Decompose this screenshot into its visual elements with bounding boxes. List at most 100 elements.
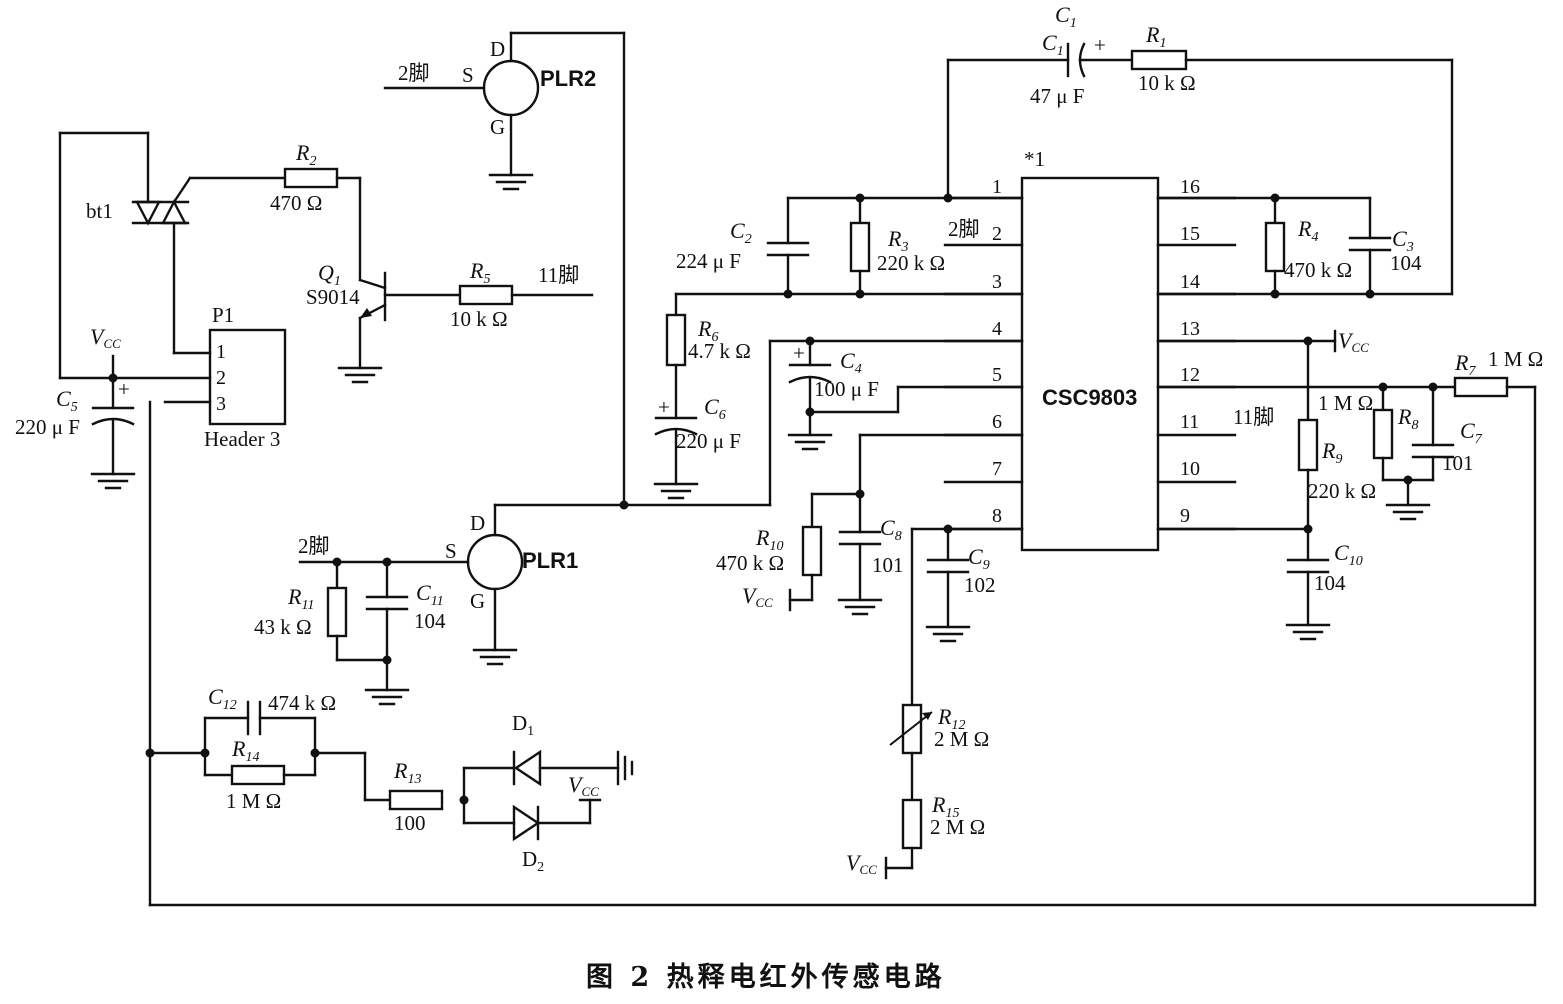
r7-value: 1 M Ω [1488, 347, 1543, 371]
pin-16: 16 [1180, 176, 1200, 198]
svg-text:+: + [118, 377, 130, 401]
pin-10: 10 [1180, 458, 1200, 480]
r7-label: R7 [1454, 350, 1476, 379]
svg-text:G: G [470, 589, 485, 613]
c4-branch: + C4 100 μ F [768, 336, 1024, 507]
pin-9: 9 [1180, 505, 1190, 527]
pin-13: 13 [1180, 318, 1200, 340]
r1-value: 10 k Ω [1138, 71, 1196, 95]
q1-label: Q1 [318, 260, 341, 289]
ic-marker: *1 [1024, 147, 1045, 171]
pin2-note: 2脚 [948, 217, 980, 241]
r12-value: 2 M Ω [934, 727, 989, 751]
plr1-label: PLR1 [522, 548, 578, 573]
r6-label: R6 [697, 316, 718, 345]
c3-value: 104 [1390, 251, 1422, 275]
vcc-pin13: VCC [1338, 328, 1369, 355]
c11-label: C11 [416, 580, 444, 609]
c10-value: 104 [1314, 571, 1346, 595]
r10-c8-branch: R10 470 k Ω VCC C8 101 [716, 433, 1024, 616]
pin-3: 3 [992, 271, 1002, 293]
r15-value: 2 M Ω [930, 815, 985, 839]
c8-label: C8 [880, 515, 902, 544]
plr2-label: PLR2 [540, 66, 596, 91]
svg-text:D: D [490, 37, 505, 61]
d2-label: D2 [522, 847, 544, 875]
pin-15: 15 [1180, 223, 1200, 245]
c8-value: 101 [872, 553, 904, 577]
pin-6: 6 [992, 411, 1002, 433]
pin-4: 4 [992, 318, 1002, 340]
r10-label: R10 [755, 525, 783, 554]
svg-text:1: 1 [216, 341, 226, 363]
pin-12: 12 [1180, 364, 1200, 386]
pin-1: 1 [992, 176, 1002, 198]
vcc-r15: VCC [846, 850, 877, 877]
c5-branch: + VCC C5 220 μ F [15, 324, 136, 490]
svg-text:+: + [1094, 33, 1106, 57]
header-ref: P1 [212, 303, 234, 327]
q1-value: S9014 [306, 285, 360, 309]
vcc-r10: VCC [742, 583, 773, 610]
r11-value: 43 k Ω [254, 615, 312, 639]
q1-pin-note: 11脚 [538, 263, 579, 287]
c11-value: 104 [414, 609, 446, 633]
r10-value: 470 k Ω [716, 551, 784, 575]
pin-8: 8 [992, 505, 1002, 527]
triac-driver: bt1 R2 470 Ω [58, 131, 362, 380]
svg-text:S: S [445, 539, 457, 563]
svg-text:G: G [490, 115, 505, 139]
c6-label: C6 [704, 394, 726, 423]
sensor-plr2: 2脚 S D G PLR2 [383, 31, 626, 507]
svg-text:3: 3 [216, 393, 226, 415]
r11-label: R11 [287, 584, 314, 613]
transistor-q1: Q1 S9014 R5 10 k Ω 11脚 [306, 258, 594, 384]
c1-value: 47 μ F [1030, 84, 1084, 108]
c9-label: C9 [968, 544, 990, 573]
svg-text:2: 2 [216, 367, 226, 389]
c2-label: C2 [730, 218, 752, 247]
figure-caption: 图 2 热释电红外传感电路 [586, 961, 946, 993]
svg-text:S: S [462, 63, 474, 87]
d1-label: D1 [512, 711, 534, 739]
r2-value: 470 Ω [270, 191, 322, 215]
c6-value: 220 μ F [676, 429, 741, 453]
r9-label: R9 [1321, 438, 1342, 467]
c5-value: 220 μ F [15, 415, 80, 439]
r6-value: 4.7 k Ω [688, 339, 751, 363]
svg-text:D: D [470, 511, 485, 535]
r3-value: 220 k Ω [877, 251, 945, 275]
svg-text:+: + [658, 395, 670, 419]
c12-value: 474 k Ω [268, 691, 336, 715]
header-p1: P1 1 2 3 Header 3 [163, 303, 287, 451]
bottom-network: C12 474 k Ω R14 1 M Ω R13 100 [145, 400, 1537, 907]
header-name: Header 3 [204, 427, 280, 451]
ic-name: CSC9803 [1042, 385, 1137, 410]
r1-label: R1 [1145, 22, 1166, 51]
r14-value: 1 M Ω [226, 789, 281, 813]
pin-11: 11 [1180, 411, 1199, 433]
c2-value: 224 μ F [676, 249, 741, 273]
c9-r12-r15-branch: C9 102 R12 2 M Ω R15 2 M Ω VCC [846, 524, 1024, 880]
r4-label: R4 [1297, 216, 1318, 245]
c7-label: C7 [1460, 418, 1483, 447]
r8-value: 1 M Ω [1318, 391, 1373, 415]
diodes-d1-d2: D1 D2 VCC [459, 711, 634, 875]
c5-label: C5 [56, 386, 78, 415]
c1-label: C1 [1042, 30, 1064, 59]
r4-value: 470 k Ω [1284, 258, 1352, 282]
c2-r3-network: C2 224 μ F R3 220 k Ω [674, 193, 1024, 299]
right-network: VCC R7 1 M Ω 1 M Ω R8 C7 101 R9 220 k Ω … [1156, 328, 1543, 907]
r13-label: R13 [393, 758, 421, 787]
r15-label: R15 [931, 792, 959, 821]
vcc-d2: VCC [568, 772, 599, 799]
c1-r1-loop: + C1 C1 47 μ F R1 10 k Ω [943, 2, 1454, 296]
c10-label: C10 [1334, 540, 1363, 569]
triac-label: bt1 [86, 199, 113, 223]
c4-label: C4 [840, 348, 862, 377]
c4-value: 100 μ F [814, 377, 879, 401]
c3-label: C3 [1392, 226, 1414, 255]
pin-7: 7 [992, 458, 1002, 480]
vcc-c5: VCC [90, 324, 121, 351]
